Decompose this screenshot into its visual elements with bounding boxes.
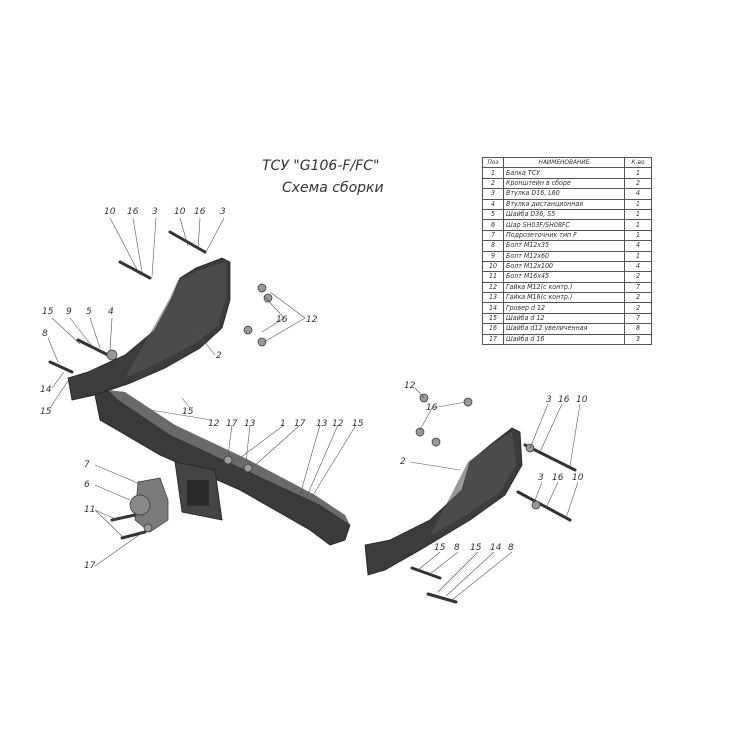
- callout-16: 16: [426, 403, 438, 413]
- drawing-title: ТСУ "G106-F/FC": [262, 158, 380, 174]
- callout-10: 10: [104, 207, 116, 217]
- washer-j: [223, 455, 233, 465]
- bolt-left-side: [76, 338, 112, 358]
- washer-h: [431, 437, 441, 447]
- callout-8: 8: [508, 543, 514, 553]
- washer-k: [243, 463, 253, 473]
- washer-a: [257, 283, 267, 293]
- callout-3: 3: [220, 207, 226, 217]
- washer-group: [106, 283, 541, 533]
- callout-17: 17: [84, 561, 96, 571]
- callout-16: 16: [127, 207, 139, 217]
- bolt-left-low: [48, 360, 74, 374]
- callout-8: 8: [454, 543, 460, 553]
- callout-10: 10: [572, 473, 584, 483]
- callout-11: 11: [84, 505, 95, 515]
- callout-16: 16: [194, 207, 206, 217]
- callout-16: 16: [558, 395, 570, 405]
- callout-5: 5: [86, 307, 92, 317]
- callout-1: 1: [280, 419, 286, 429]
- tow-ball-mount: [134, 477, 169, 533]
- tow-ball: [129, 494, 151, 516]
- washer-d: [257, 337, 267, 347]
- callout-4: 4: [108, 307, 114, 317]
- callout-17: 17: [226, 419, 238, 429]
- bolt-tow: [110, 513, 137, 522]
- callout-2: 2: [400, 457, 406, 467]
- callout-14: 14: [490, 543, 502, 553]
- callout-12: 12: [208, 419, 220, 429]
- callout-16: 16: [276, 315, 288, 325]
- callout-8: 8: [42, 329, 48, 339]
- right-bracket-face: [430, 432, 516, 536]
- washer-b: [263, 293, 273, 303]
- callout-10: 10: [174, 207, 186, 217]
- callout-labels: 10 16 3 10 16 3 15 9 5 4 8 14 15 2 16 12…: [40, 207, 588, 571]
- leader-lines: [47, 217, 581, 601]
- callout-15: 15: [42, 307, 54, 317]
- callout-7: 7: [84, 460, 90, 470]
- callout-15: 15: [40, 407, 52, 417]
- bolt-bottom-a: [410, 566, 442, 580]
- callout-12: 12: [306, 315, 318, 325]
- left-bracket-face: [125, 262, 226, 378]
- bolt-right-b: [516, 490, 572, 522]
- callout-13: 13: [244, 419, 256, 429]
- callout-13: 13: [316, 419, 328, 429]
- callout-15: 15: [182, 407, 194, 417]
- washer-i: [106, 349, 118, 361]
- washer-c: [243, 325, 253, 335]
- washer-n: [531, 500, 541, 510]
- callout-14: 14: [40, 385, 52, 395]
- cell-qty: 3: [624, 333, 652, 346]
- bolt-left-top-a: [118, 260, 152, 280]
- callout-10: 10: [576, 395, 588, 405]
- callout-17: 17: [294, 419, 306, 429]
- bolt-bottom-b: [426, 592, 458, 604]
- bolt-left-top-b: [168, 230, 207, 254]
- callout-3: 3: [152, 207, 158, 217]
- drawing-subtitle: Схема сборки: [282, 180, 384, 196]
- main-beam: [94, 389, 351, 546]
- washer-g: [415, 427, 425, 437]
- callout-12: 12: [332, 419, 344, 429]
- callout-15: 15: [434, 543, 446, 553]
- callout-9: 9: [66, 307, 72, 317]
- callout-15: 15: [470, 543, 482, 553]
- callout-15: 15: [352, 419, 364, 429]
- hitch-socket: [187, 480, 209, 506]
- callout-6: 6: [84, 480, 90, 490]
- callout-12: 12: [404, 381, 416, 391]
- bolt-tow-b: [120, 530, 147, 540]
- callout-2: 2: [216, 351, 222, 361]
- washer-f: [463, 397, 473, 407]
- callout-3: 3: [538, 473, 544, 483]
- callout-16: 16: [552, 473, 564, 483]
- callout-3: 3: [546, 395, 552, 405]
